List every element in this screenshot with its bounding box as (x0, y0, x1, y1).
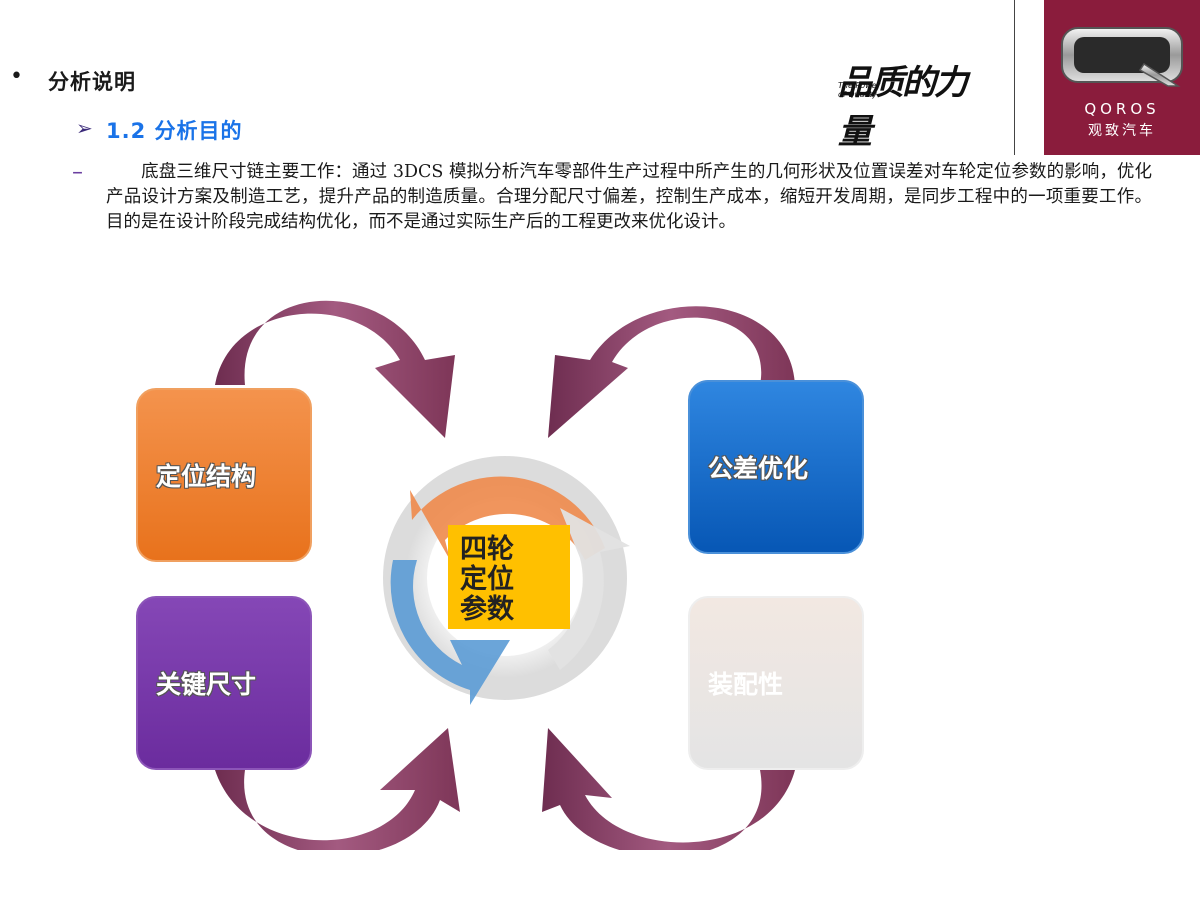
center-label-line2: 定位 (460, 564, 514, 595)
tolerance-optimization-box: 公差优化 (688, 380, 864, 554)
subtitle-marker-icon: ➢ (76, 116, 93, 140)
section-subtitle: 1.2 分析目的 (106, 119, 243, 143)
key-dimension-box: 关键尺寸 (136, 596, 312, 770)
ring-segment-blue (390, 560, 510, 705)
positioning-structure-box: 定位结构 (136, 388, 312, 562)
brand-chinese-name: 观致汽车 (1088, 123, 1156, 139)
slogan-logo: 品质的力量 The Power of Quality (838, 55, 988, 152)
arc-arrow-top-right (548, 306, 795, 438)
brand-name: QOROS (1084, 100, 1160, 118)
assemblability-box: 装配性 (688, 596, 864, 770)
cycle-arrows (215, 300, 795, 850)
arc-arrow-top-left (215, 300, 455, 438)
header-divider (1014, 0, 1015, 155)
qoros-emblem-icon (1061, 27, 1183, 87)
title-bullet: • (10, 64, 23, 89)
paragraph-dash: – (72, 160, 83, 185)
arc-arrow-bottom-right (542, 728, 795, 850)
arc-arrow-bottom-left (215, 728, 460, 850)
wheel-alignment-label: 四轮 定位 参数 (448, 525, 570, 629)
ring-segment-gray (548, 508, 630, 670)
slogan-main-text: 品质的力量 (838, 63, 968, 152)
ring-segment-orange (410, 476, 605, 560)
center-label-line1: 四轮 (460, 534, 514, 565)
body-paragraph: 底盘三维尺寸链主要工作：通过 3DCS 模拟分析汽车零部件生产过程中所产生的几何… (106, 162, 1152, 232)
brand-logo-block: QOROS 观致汽车 (1044, 0, 1200, 155)
page-title: 分析说明 (48, 70, 136, 94)
center-label-line3: 参数 (460, 594, 514, 625)
slogan-english-text: The Power of Quality (838, 81, 880, 99)
